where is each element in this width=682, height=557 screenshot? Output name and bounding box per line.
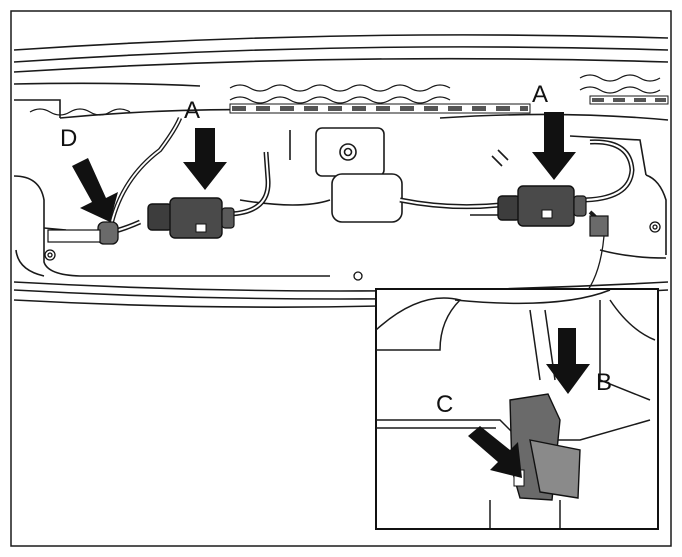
center-bracket (315, 127, 509, 223)
inset-detail (375, 288, 659, 530)
callout-a-left: A (184, 97, 200, 124)
callout-c: C (436, 391, 453, 418)
connector-d (47, 221, 119, 245)
callout-d: D (60, 125, 77, 152)
harness-wrap (29, 74, 661, 116)
arrow-down-icon (72, 112, 576, 222)
screw-icon (44, 221, 661, 281)
connector-right (497, 185, 587, 227)
callout-a-right: A (532, 81, 548, 108)
clip-small (589, 215, 609, 237)
callout-b: B (596, 369, 612, 396)
trim-panel (13, 34, 669, 308)
harness-band (229, 95, 669, 114)
connector-left (147, 197, 235, 239)
